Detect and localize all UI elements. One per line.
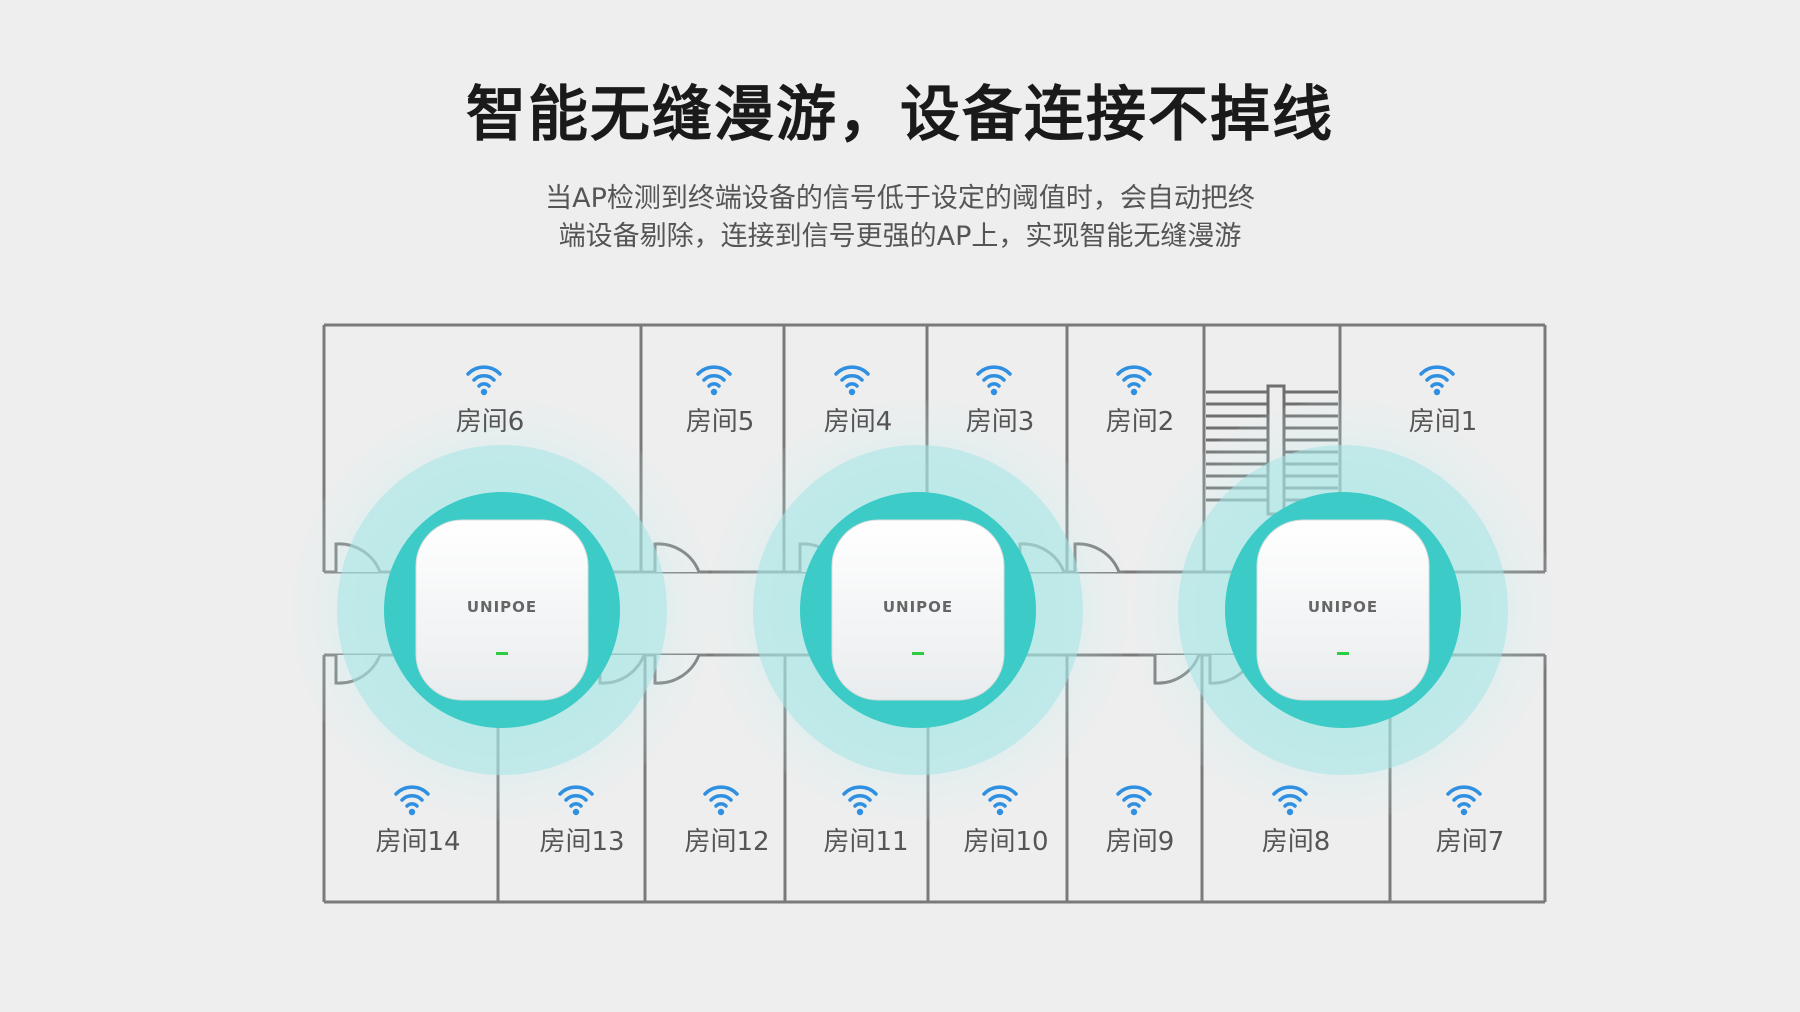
ap-device-icon — [831, 519, 1005, 701]
room-label: 房间5 — [686, 407, 755, 437]
wifi-icon — [703, 785, 739, 816]
ap-device-icon — [415, 519, 589, 701]
room-marker: 房间6 — [456, 365, 525, 437]
ap-led-indicator — [1337, 652, 1349, 655]
wifi-icon — [982, 785, 1018, 816]
wifi-icon — [1446, 785, 1482, 816]
access-point-layer: UNIPOE UNIPOE UNIPOE — [292, 400, 1553, 820]
room-label: 房间9 — [1106, 827, 1175, 857]
description-line-1: 当AP检测到终端设备的信号低于设定的阈值时，会自动把终 — [545, 183, 1255, 214]
wifi-icon — [1272, 785, 1308, 816]
room-label: 房间14 — [375, 827, 460, 857]
wifi-icon — [976, 365, 1012, 396]
wifi-icon — [1116, 365, 1152, 396]
page-description: 当AP检测到终端设备的信号低于设定的阈值时，会自动把终 端设备剔除，连接到信号更… — [0, 180, 1800, 256]
access-point: UNIPOE — [708, 400, 1128, 820]
room-marker: 房间11 — [823, 785, 909, 857]
room-label: 房间8 — [1262, 827, 1331, 857]
ap-led-indicator — [912, 652, 924, 655]
ap-brand-label: UNIPOE — [883, 598, 953, 616]
wifi-icon — [696, 365, 732, 396]
ap-brand-label: UNIPOE — [1308, 598, 1378, 616]
room-label: 房间2 — [1106, 407, 1175, 437]
room-marker: 房间9 — [1106, 785, 1175, 857]
room-label: 房间4 — [824, 407, 893, 437]
room-marker: 房间5 — [686, 365, 755, 437]
ap-brand-label: UNIPOE — [467, 598, 537, 616]
room-label: 房间7 — [1436, 827, 1505, 857]
wifi-icon — [466, 365, 502, 396]
room-marker: 房间4 — [824, 365, 893, 437]
room-label: 房间11 — [823, 827, 908, 857]
room-layer: 房间6 房间5 房间4 房间3 房间2 房间1 房间14 房间13 房间12 房间11 房间10 房间… — [375, 365, 1505, 857]
ap-device-icon — [1256, 519, 1430, 701]
room-marker: 房间14 — [375, 785, 461, 857]
room-marker: 房间12 — [684, 785, 770, 857]
access-point: UNIPOE — [1133, 400, 1553, 820]
room-label: 房间10 — [963, 827, 1048, 857]
room-marker: 房间3 — [966, 365, 1035, 437]
room-label: 房间13 — [539, 827, 624, 857]
room-label: 房间12 — [684, 827, 769, 857]
ap-led-indicator — [496, 652, 508, 655]
wifi-icon — [1116, 785, 1152, 816]
access-point: UNIPOE — [292, 400, 712, 820]
room-marker: 房间10 — [963, 785, 1049, 857]
wifi-icon — [394, 785, 430, 816]
room-marker: 房间1 — [1409, 365, 1478, 437]
wifi-icon — [834, 365, 870, 396]
room-marker: 房间8 — [1262, 785, 1331, 857]
page-title: 智能无缝漫游，设备连接不掉线 — [466, 80, 1334, 150]
room-label: 房间1 — [1409, 407, 1478, 437]
description-line-2: 端设备剔除，连接到信号更强的AP上，实现智能无缝漫游 — [558, 221, 1242, 252]
room-label: 房间3 — [966, 407, 1035, 437]
room-label: 房间6 — [456, 407, 525, 437]
room-marker: 房间7 — [1436, 785, 1505, 857]
wifi-icon — [1419, 365, 1455, 396]
wifi-icon — [558, 785, 594, 816]
room-marker: 房间13 — [539, 785, 625, 857]
room-marker: 房间2 — [1106, 365, 1175, 437]
wifi-icon — [842, 785, 878, 816]
